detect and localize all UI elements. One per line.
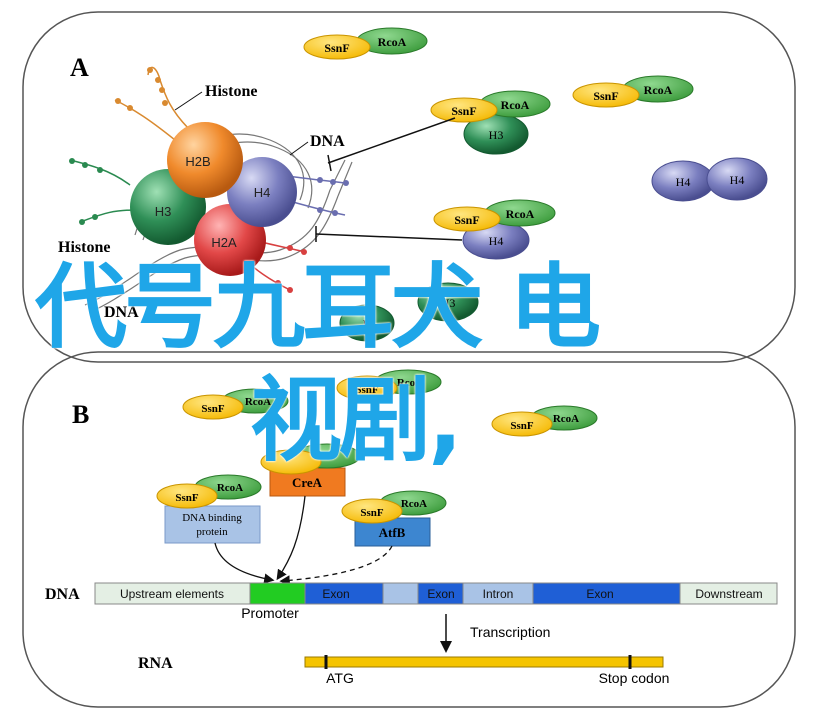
ssnf-label: SsnF [454, 213, 479, 227]
panel-a-label: A [70, 53, 89, 82]
factor-b-1: SsnF RcoA [182, 388, 289, 420]
crea-complex: CreA [260, 443, 361, 497]
ssnf-label: SsnF [360, 507, 384, 519]
complex-h3: SsnF RcoA H3 [430, 90, 551, 155]
dna-binding-protein-complex: DNA binding protein SsnF RcoA [156, 474, 262, 544]
panel-b-frame [22, 351, 796, 708]
h3-label: H3 [489, 128, 504, 142]
rcoa-label: RcoA [401, 498, 427, 510]
downstream-label: Downstream [695, 587, 762, 601]
ssnf-protein [433, 206, 501, 232]
ssnf-protein [430, 97, 498, 123]
upstream-label: Upstream elements [120, 587, 224, 601]
rcoa-label: RcoA [644, 83, 673, 97]
h4-histone [706, 157, 768, 201]
exon-label-2: Exon [427, 587, 454, 601]
dna-gene-bar: Upstream elements Exon Exon Intron Exon … [94, 582, 778, 605]
complex-h4: SsnF RcoA H4 [433, 199, 556, 260]
h2a-label: H2A [211, 235, 237, 250]
rcoa-label: RcoA [397, 377, 423, 389]
dna-binding-label-1: DNA binding [182, 512, 242, 524]
histone-label-top: Histone [205, 83, 257, 100]
rna-strand [304, 656, 664, 668]
h3-histone [417, 282, 479, 322]
dna-binding-protein-box [164, 505, 261, 544]
ssnf-protein [260, 449, 322, 475]
panel-b-label: B [72, 400, 89, 429]
ssnf-protein [156, 483, 218, 509]
h4-label: H4 [730, 173, 745, 187]
ssnf-protein [572, 82, 640, 108]
factor-b-2: SsnF RcoA [336, 369, 442, 401]
promoter-segment [249, 582, 306, 605]
promoter-label: Promoter [241, 605, 299, 621]
h4-label: H4 [676, 175, 691, 189]
ssnf-label: SsnF [593, 89, 618, 103]
transcription-label: Transcription [470, 624, 550, 640]
h3-partial-label: H [363, 317, 372, 331]
h4-label: H4 [254, 185, 271, 200]
nucleosome-core: H2B H3 H4 H2A [130, 122, 297, 276]
h4-label: H4 [489, 234, 504, 248]
stop-codon-label: Stop codon [599, 670, 670, 686]
factor-b-3: SsnF RcoA [491, 405, 598, 437]
intron-label: Intron [483, 587, 514, 601]
ssnf-label: SsnF [355, 384, 379, 396]
rcoa-label: RcoA [501, 98, 530, 112]
ssnf-protein [341, 498, 403, 524]
ssnf-label: SsnF [175, 492, 199, 504]
histone-label-left: Histone [58, 239, 110, 256]
ssnf-label: SsnF [451, 104, 476, 118]
exon-label-3: Exon [586, 587, 613, 601]
h3-label: H3 [155, 204, 172, 219]
h4-dimer: H4 H4 [651, 157, 768, 202]
rcoa-label: RcoA [245, 396, 271, 408]
factor-free-1: SsnF RcoA [303, 27, 428, 60]
promoter-arrows [214, 495, 393, 586]
ssnf-label: SsnF [324, 41, 349, 55]
ssnf-label: SsnF [510, 420, 534, 432]
ssnf-protein [303, 34, 371, 60]
rcoa-label: RcoA [217, 482, 243, 494]
repression-line-2 [315, 226, 463, 242]
rcoa-label: RcoA [553, 413, 579, 425]
h3-histone [339, 304, 395, 342]
lower-h3-pair: H3 H [339, 282, 479, 342]
rcoa-label: RcoA [506, 207, 535, 221]
atfb-complex: AtfB SsnF RcoA [341, 490, 447, 547]
dna-label-right: DNA [310, 133, 345, 150]
dna-label-b: DNA [45, 586, 80, 603]
spacer-segment [382, 582, 419, 605]
histone-h2b-ball [167, 122, 243, 198]
histone-top-pointer [174, 91, 203, 111]
histone-tail-beads [69, 67, 349, 293]
exon-label-1: Exon [322, 587, 349, 601]
dna-label-bottom: DNA [104, 304, 139, 321]
histone-h4-ball [227, 157, 297, 227]
ssnf-protein [336, 375, 398, 401]
crea-label: CreA [292, 475, 323, 490]
rna-bar [304, 655, 664, 669]
h3-label: H3 [441, 296, 456, 310]
rna-label: RNA [138, 655, 173, 672]
ssnf-protein [491, 411, 553, 437]
downstream-segment [679, 582, 778, 605]
panel-a-frame [22, 11, 796, 363]
ssnf-label: SsnF [201, 403, 225, 415]
repression-line-1 [327, 117, 456, 172]
dna-right-pointer [289, 141, 309, 156]
ssnf-protein [182, 394, 244, 420]
h2b-label: H2B [185, 154, 210, 169]
factor-free-2: SsnF RcoA [572, 75, 694, 108]
atfb-label: AtfB [379, 525, 406, 540]
dna-binding-label-2: protein [196, 526, 228, 538]
atg-label: ATG [326, 670, 354, 686]
rcoa-label: RcoA [378, 35, 407, 49]
